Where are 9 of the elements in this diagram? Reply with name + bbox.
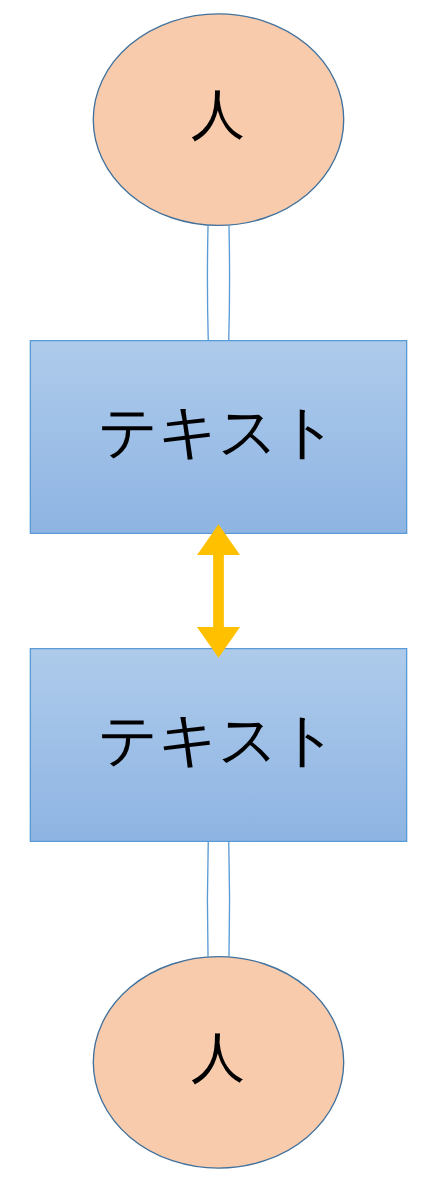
node-box: テキスト [29, 339, 407, 535]
node-ellipse: 人 [92, 13, 344, 227]
node-ellipse: 人 [92, 955, 344, 1169]
connector [206, 840, 209, 958]
connector [227, 224, 230, 341]
arrow [196, 524, 240, 658]
connector [227, 840, 230, 958]
node-box: テキスト [29, 647, 407, 843]
connector [206, 224, 209, 341]
